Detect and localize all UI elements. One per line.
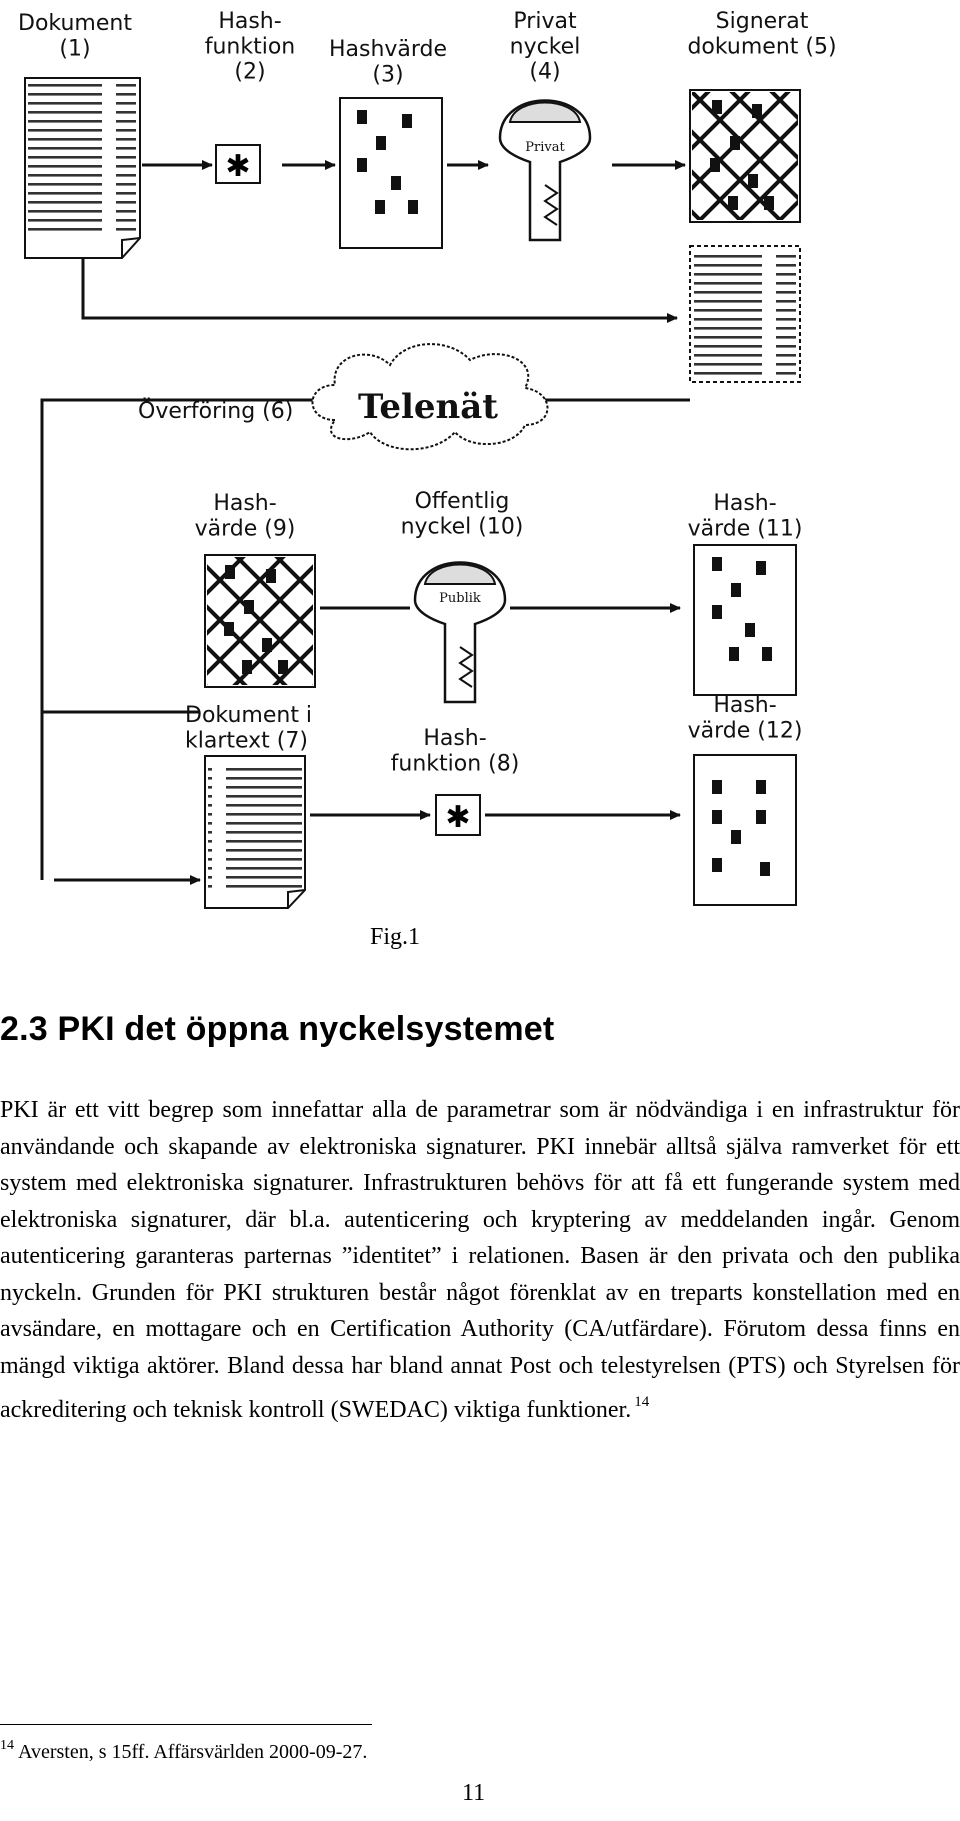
signed-document-text-icon bbox=[689, 245, 801, 383]
label-hashfunktion-2: Hash-funktion(2) bbox=[205, 9, 296, 85]
label-hashvarde-12: Hash-värde (12) bbox=[688, 693, 803, 743]
document-7-icon bbox=[204, 755, 306, 909]
footnote-text: Aversten, s 15ff. Affärsvärlden 2000-09-… bbox=[18, 1741, 368, 1763]
label-overforing-6: Överföring (6) bbox=[138, 398, 293, 424]
body-text: PKI är ett vitt begrep som innefattar al… bbox=[0, 1097, 960, 1423]
footnote-reference[interactable]: 14 bbox=[634, 1394, 650, 1410]
body-paragraph: PKI är ett vitt begrep som innefattar al… bbox=[0, 1092, 960, 1429]
svg-text:✱: ✱ bbox=[225, 149, 250, 184]
label-hashfunktion-8: Hash-funktion (8) bbox=[391, 726, 520, 776]
label-hashvarde-9: Hash-värde (9) bbox=[195, 491, 296, 541]
document-1-icon bbox=[24, 77, 141, 259]
hash-function-2-icon: ✱ bbox=[215, 144, 261, 184]
hash-value-12-icon bbox=[693, 754, 797, 906]
hash-function-8-icon: ✱ bbox=[435, 794, 481, 836]
telenat-label: Telenät bbox=[358, 387, 498, 427]
public-key-icon: Publik bbox=[413, 561, 507, 704]
private-key-icon: Privat bbox=[498, 99, 592, 242]
label-hashvarde-3: Hashvärde(3) bbox=[329, 37, 447, 87]
hash-value-9-icon bbox=[204, 554, 316, 688]
telenat-cloud: Telenät bbox=[311, 343, 549, 451]
footnote: 14 Aversten, s 15ff. Affärsvärlden 2000-0… bbox=[0, 1738, 367, 1764]
pki-signature-diagram: Dokument(1) Hash-funktion(2) Hashvärde(3… bbox=[18, 9, 837, 909]
label-hashvarde-11: Hash-värde (11) bbox=[688, 491, 803, 541]
footnote-divider bbox=[0, 1724, 372, 1725]
label-dokument-1: Dokument(1) bbox=[18, 11, 132, 61]
hash-value-11-icon bbox=[693, 544, 797, 696]
private-key-label: Privat bbox=[525, 140, 565, 155]
figure-caption: Fig.1 bbox=[370, 924, 421, 950]
page-number: 11 bbox=[462, 1780, 486, 1806]
footnote-number: 14 bbox=[0, 1738, 14, 1753]
section-heading: 2.3 PKI det öppna nyckelsystemet bbox=[0, 1010, 555, 1048]
svg-text:✱: ✱ bbox=[445, 800, 470, 835]
public-key-label: Publik bbox=[439, 591, 481, 606]
signed-hash-icon bbox=[689, 89, 801, 223]
hash-value-3-icon bbox=[339, 97, 443, 249]
